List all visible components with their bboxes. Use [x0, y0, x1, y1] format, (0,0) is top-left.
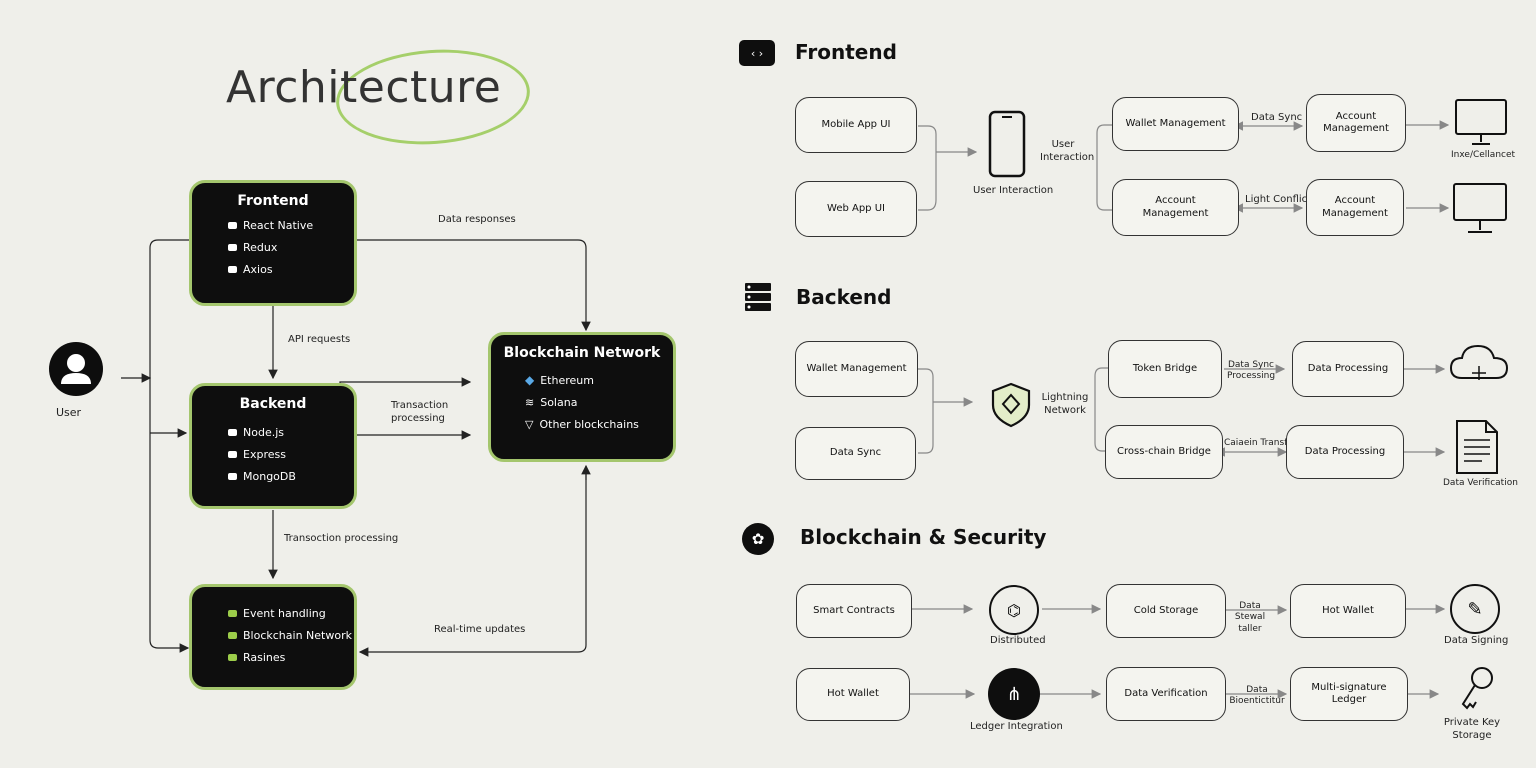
data-sync-node: Data Sync: [795, 427, 916, 480]
nodejs-icon: [228, 429, 237, 436]
account-management-node-1: Account Management: [1306, 94, 1406, 152]
cross-chain-bridge-node: Cross-chain Bridge: [1105, 425, 1223, 479]
list-item: Blockchain Network: [228, 629, 354, 642]
backend-box-title: Backend: [239, 396, 307, 412]
ledger-icon: ⋔: [988, 668, 1040, 720]
user-interaction-label: User Interaction: [1040, 139, 1095, 163]
frontend-box-title: Frontend: [237, 193, 309, 209]
backend-section-title: Backend: [796, 285, 892, 309]
cold-storage-node: Cold Storage: [1106, 584, 1226, 638]
express-icon: [228, 451, 237, 458]
label-real-time-updates: Real-time updates: [434, 624, 526, 635]
user-interaction-device-label: User Interaction: [973, 185, 1054, 196]
list-item: Express: [228, 448, 354, 461]
cloud-icon: [1448, 340, 1510, 388]
list-item: Node.js: [228, 426, 354, 439]
list-item: Event handling: [228, 607, 354, 620]
shield-icon: ▽: [525, 418, 534, 431]
events-box: Event handling Blockchain Network Rasine…: [189, 584, 357, 690]
signing-icon: ✎: [1450, 584, 1500, 634]
label-transaction-processing-2: Transoction processing: [284, 533, 399, 544]
blockchain-box-title: Blockchain Network: [503, 345, 661, 361]
careain-transfer-label: Caiaein Transfer: [1224, 438, 1297, 448]
label-data-responses: Data responses: [438, 214, 516, 225]
rasines-icon: [228, 654, 237, 661]
mobile-app-ui-node: Mobile App UI: [795, 97, 917, 153]
phone-icon: [988, 110, 1026, 182]
mongodb-icon: [228, 473, 237, 480]
label-transaction-processing: Transaction processing: [391, 400, 449, 424]
event-icon: [228, 610, 237, 617]
frontend-section-title: Frontend: [795, 40, 897, 64]
backend-box: Backend Node.js Express MongoDB: [189, 383, 357, 509]
security-section-title: Blockchain & Security: [800, 525, 1047, 549]
smart-contracts-node: Smart Contracts: [796, 584, 912, 638]
blockchain-icon: [228, 632, 237, 639]
redux-icon: [228, 244, 237, 251]
account-management-node-2: Account Management: [1112, 179, 1239, 236]
list-item: MongoDB: [228, 470, 354, 483]
web-app-ui-node: Web App UI: [795, 181, 917, 237]
list-item: React Native: [228, 219, 354, 232]
monitor-icon: [1452, 182, 1510, 240]
data-stewal-label: Data Stewal taller: [1234, 601, 1266, 634]
data-verification-node: Data Verification: [1106, 667, 1226, 721]
server-icon: [744, 282, 772, 316]
distributed-icon: ⌬: [989, 585, 1039, 635]
ledger-integration-label: Ledger Integration: [970, 721, 1063, 732]
blockchain-hex-icon: ✿: [742, 523, 774, 555]
wallet-management-node: Wallet Management: [1112, 97, 1239, 151]
list-item: Redux: [228, 241, 354, 254]
multi-signature-ledger-node: Multi-signature Ledger: [1290, 667, 1408, 721]
account-management-node-3: Account Management: [1306, 179, 1404, 236]
react-icon: [228, 222, 237, 229]
axios-icon: [228, 266, 237, 273]
code-icon: ‹ ›: [739, 40, 775, 66]
label-api-requests: API requests: [288, 334, 351, 345]
monitor-label: Inxe/Cellancet: [1451, 150, 1516, 160]
ethereum-icon: ◆: [525, 373, 535, 387]
data-processing-node-2: Data Processing: [1286, 425, 1404, 479]
frontend-box: Frontend React Native Redux Axios: [189, 180, 357, 306]
list-item: Rasines: [228, 651, 354, 664]
data-sync-processing-label: Data Sync Processing: [1227, 360, 1276, 382]
token-bridge-node: Token Bridge: [1108, 340, 1222, 398]
solana-icon: ≋: [525, 396, 535, 409]
hot-wallet-node-2: Hot Wallet: [796, 668, 910, 721]
data-verification-label: Data Verification: [1443, 478, 1518, 488]
document-icon: [1454, 418, 1500, 480]
monitor-icon: [1454, 98, 1510, 152]
data-bioentictitur-label: Data Bioentictitur: [1229, 685, 1285, 707]
blockchain-network-box: Blockchain Network ◆Ethereum ≋Solana ▽Ot…: [488, 332, 676, 462]
list-item: ▽Other blockchains: [525, 418, 639, 431]
light-conflict-label: Light Conflict: [1245, 194, 1312, 205]
data-signing-label: Data Signing: [1444, 635, 1509, 646]
lightning-network-label: Lightning Network: [1041, 392, 1089, 416]
hot-wallet-node-1: Hot Wallet: [1290, 584, 1406, 638]
list-item: ≋Solana: [525, 396, 578, 409]
list-item: ◆Ethereum: [525, 373, 594, 387]
user-label: User: [56, 406, 82, 419]
lightning-shield-icon: [990, 382, 1032, 432]
list-item: Axios: [228, 263, 354, 276]
data-sync-label: Data Sync: [1251, 112, 1303, 123]
wallet-management-node: Wallet Management: [795, 341, 918, 397]
architecture-title: Architecture: [226, 62, 502, 113]
key-icon: [1455, 664, 1497, 720]
distributed-label: Distributed: [990, 635, 1046, 646]
data-processing-node-1: Data Processing: [1292, 341, 1404, 397]
private-key-storage-label: Private Key Storage: [1443, 717, 1501, 741]
user-icon: [49, 342, 103, 396]
